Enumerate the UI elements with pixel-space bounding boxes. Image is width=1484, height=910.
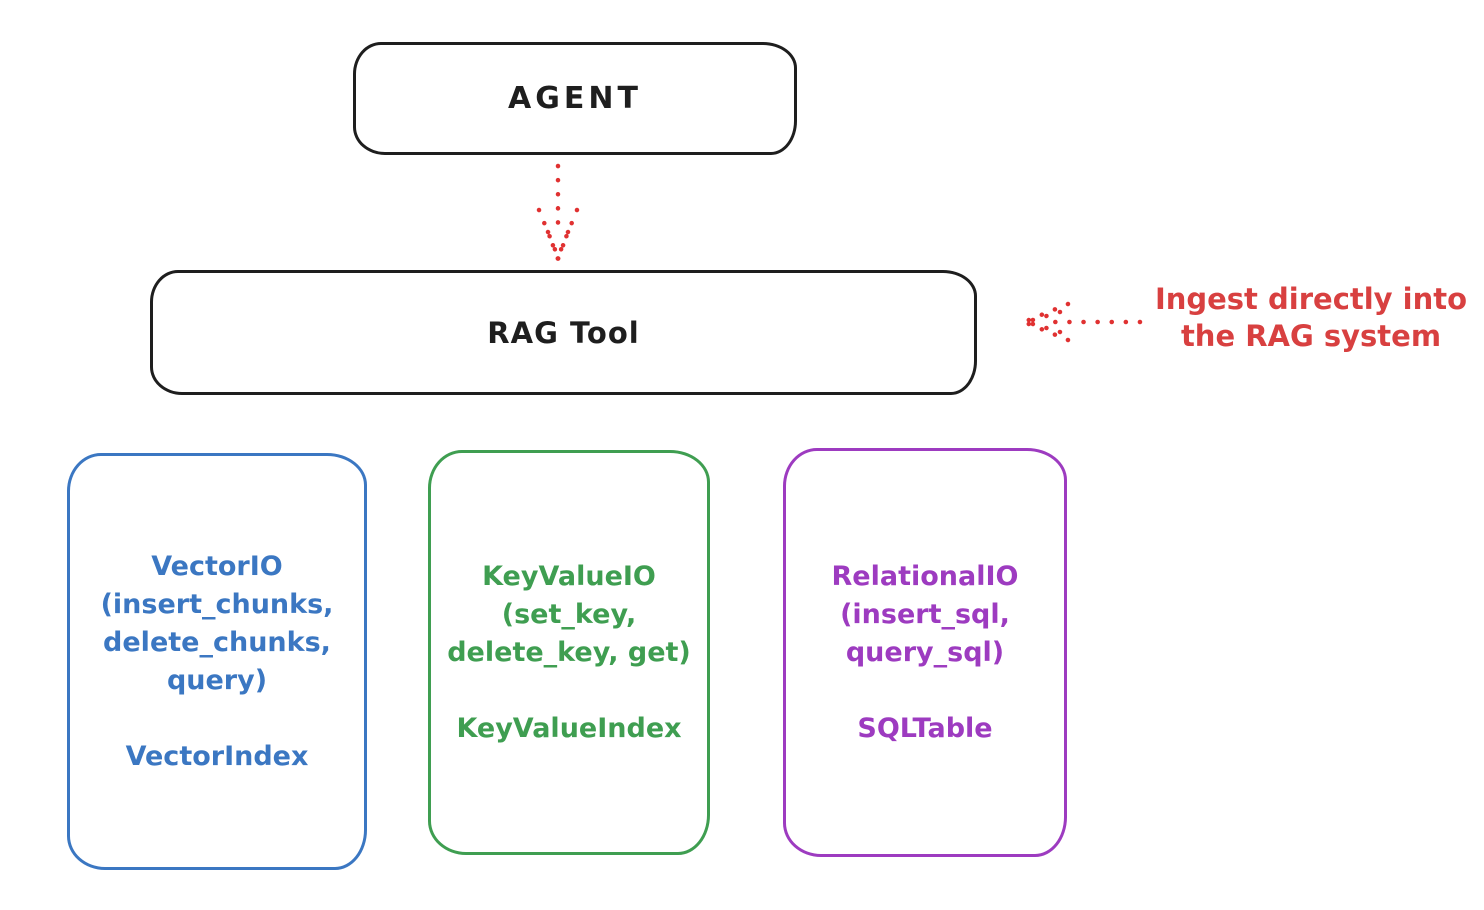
ingest-annotation-line1: Ingest directly into (1154, 282, 1468, 316)
ingest-annotation-line2: the RAG system (1180, 319, 1442, 353)
sql-table-label: SQLTable (857, 712, 993, 744)
agent-node: AGENT (353, 42, 797, 155)
relational-io-lines: RelationalIO (insert_sql, query_sql) (832, 558, 1019, 672)
keyvalue-io-fn-line: (set_key, (501, 598, 637, 630)
keyvalue-index-label: KeyValueIndex (456, 712, 682, 744)
relational-io-title: RelationalIO (831, 560, 1019, 592)
agent-node-label: AGENT (508, 81, 642, 116)
vector-io-fn-line: query) (166, 664, 268, 696)
relational-io-fn-line: (insert_sql, (840, 598, 1010, 630)
rag-tool-node-label: RAG Tool (487, 315, 640, 350)
ingest-annotation: Ingest directly into the RAG system (1138, 281, 1484, 355)
keyvalue-io-lines: KeyValueIO (set_key, delete_key, get) (447, 558, 691, 672)
relational-io-node: RelationalIO (insert_sql, query_sql) SQL… (783, 448, 1067, 857)
dotted-arrow-down-icon (536, 163, 580, 262)
relational-io-fn-line: query_sql) (845, 636, 1005, 668)
dotted-arrow-left-icon (1021, 301, 1143, 343)
rag-tool-node: RAG Tool (150, 270, 977, 395)
keyvalue-io-node: KeyValueIO (set_key, delete_key, get) Ke… (428, 450, 710, 855)
vector-io-lines: VectorIO (insert_chunks, delete_chunks, … (101, 548, 334, 700)
vector-io-title: VectorIO (151, 550, 283, 582)
vector-io-node: VectorIO (insert_chunks, delete_chunks, … (67, 453, 367, 870)
vector-io-fn-line: delete_chunks, (103, 626, 331, 658)
keyvalue-io-title: KeyValueIO (482, 560, 656, 592)
vector-index-label: VectorIndex (125, 740, 309, 772)
keyvalue-io-fn-line: delete_key, get) (447, 636, 691, 668)
vector-io-fn-line: (insert_chunks, (100, 588, 334, 620)
